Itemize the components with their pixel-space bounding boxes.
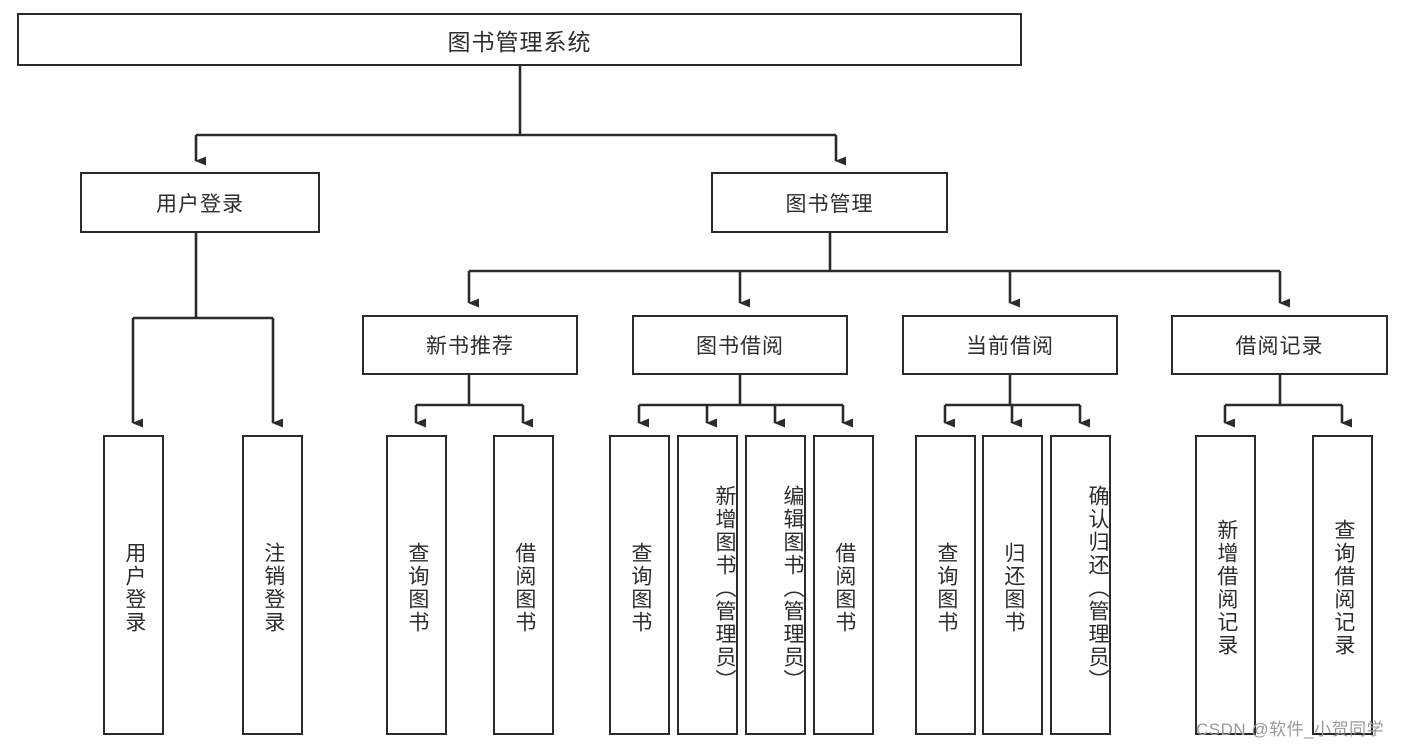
node-new-book-recommend[interactable]: 新书推荐 — [362, 315, 578, 375]
node-borrow-record[interactable]: 借阅记录 — [1171, 315, 1388, 375]
leaf-user-login-logout[interactable]: 注销登录 — [242, 435, 303, 735]
node-current-borrow[interactable]: 当前借阅 — [902, 315, 1118, 375]
leaf-current-borrow-return[interactable]: 归还图书 — [982, 435, 1043, 735]
leaf-book-borrow-edit-admin[interactable]: 编辑图书（管理员） — [745, 435, 806, 735]
node-book-borrow[interactable]: 图书借阅 — [632, 315, 848, 375]
node-book-management[interactable]: 图书管理 — [711, 172, 948, 233]
leaf-current-borrow-query[interactable]: 查询图书 — [915, 435, 976, 735]
leaf-user-login-login[interactable]: 用户登录 — [103, 435, 164, 735]
leaf-book-borrow-borrow[interactable]: 借阅图书 — [813, 435, 874, 735]
leaf-borrow-record-query[interactable]: 查询借阅记录 — [1312, 435, 1373, 735]
leaf-new-book-query[interactable]: 查询图书 — [386, 435, 447, 735]
leaf-new-book-borrow[interactable]: 借阅图书 — [493, 435, 554, 735]
node-root-system[interactable]: 图书管理系统 — [17, 13, 1022, 66]
leaf-current-borrow-confirm-admin[interactable]: 确认归还（管理员） — [1050, 435, 1111, 735]
leaf-book-borrow-query[interactable]: 查询图书 — [609, 435, 670, 735]
node-user-login[interactable]: 用户登录 — [80, 172, 320, 233]
leaf-borrow-record-add[interactable]: 新增借阅记录 — [1195, 435, 1256, 735]
leaf-book-borrow-add-admin[interactable]: 新增图书（管理员） — [677, 435, 738, 735]
watermark-text: CSDN @软件_小贺同学 — [1196, 720, 1385, 739]
